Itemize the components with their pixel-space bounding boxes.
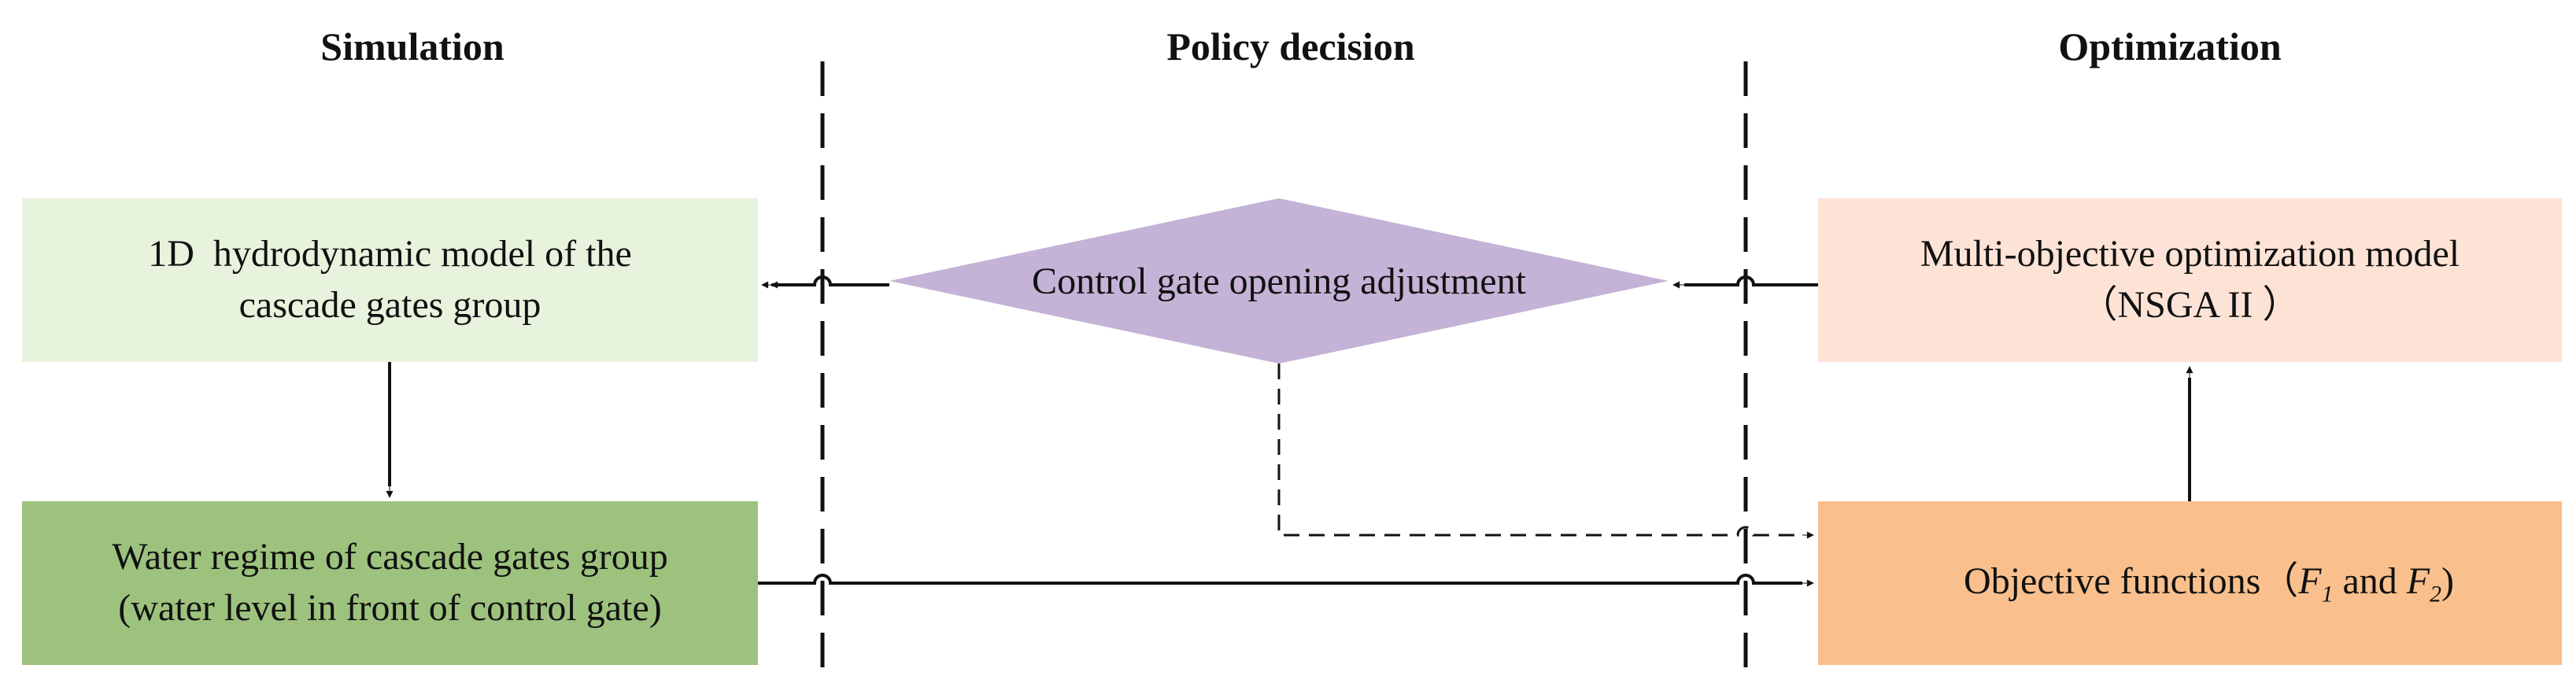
hydrodynamic-model-line1: 1D hydrodynamic model of the bbox=[148, 233, 632, 275]
multi-objective-line1: Multi-objective optimization model bbox=[1920, 233, 2460, 275]
multi-objective-line2: （NSGA II ） bbox=[2079, 284, 2301, 326]
multi-objective-model-box: Multi-objective optimization model （NSGA… bbox=[1818, 198, 2562, 362]
objective-functions-box: Objective functions（F1 and F2) bbox=[1818, 501, 2562, 665]
objective-prefix: Objective functions（ bbox=[1964, 560, 2299, 602]
heading-optimization: Optimization bbox=[2058, 24, 2282, 68]
water-regime-line2: (water level in front of control gate) bbox=[118, 587, 662, 629]
f2-symbol: F2 bbox=[2406, 560, 2441, 608]
water-regime-line1: Water regime of cascade gates group bbox=[112, 536, 668, 578]
objective-suffix: ) bbox=[2441, 560, 2454, 602]
water-regime-box: Water regime of cascade gates group (wat… bbox=[22, 501, 758, 665]
objective-functions-label: Objective functions（F1 and F2) bbox=[1926, 505, 2454, 661]
objective-and: and bbox=[2333, 560, 2407, 602]
arrow-regime-to-objective bbox=[758, 574, 1802, 585]
heading-policy-decision: Policy decision bbox=[1166, 24, 1415, 68]
gate-adjustment-label: Control gate opening adjustment bbox=[1032, 260, 1526, 302]
arrow-optimizer-to-decision bbox=[1684, 275, 1818, 286]
decision-diamond bbox=[889, 198, 1669, 364]
hydrodynamic-model-box: 1D hydrodynamic model of the cascade gat… bbox=[22, 198, 758, 362]
dashed-arrow-decision-to-objective bbox=[1277, 364, 1802, 537]
hydrodynamic-model-line2: cascade gates group bbox=[238, 284, 541, 326]
arrow-decision-to-model bbox=[771, 275, 889, 289]
heading-simulation: Simulation bbox=[320, 24, 504, 68]
f1-symbol: F1 bbox=[2298, 560, 2334, 608]
